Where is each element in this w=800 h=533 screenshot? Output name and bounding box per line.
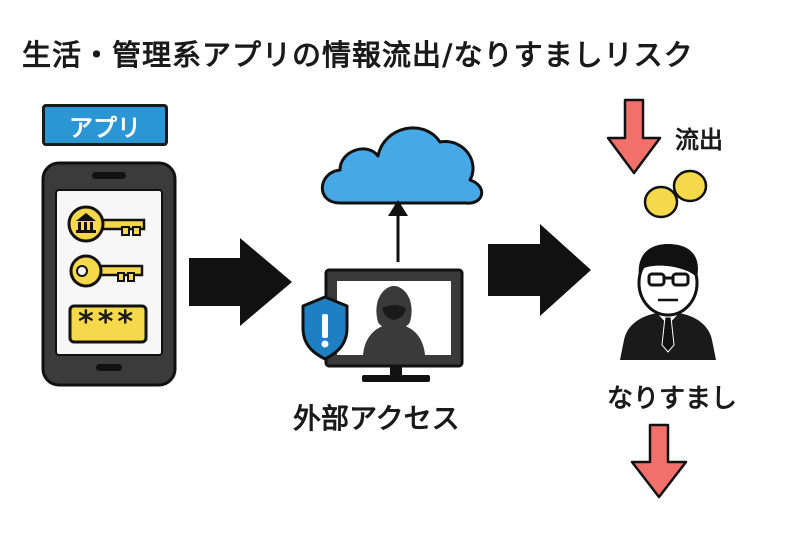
password-field-icon xyxy=(68,304,148,344)
hacker-icon xyxy=(363,286,425,355)
flow-arrow-1 xyxy=(189,238,292,326)
app-badge: アプリ xyxy=(42,104,168,146)
bank-key-icon xyxy=(67,205,146,243)
shield-warning-icon xyxy=(301,295,349,361)
key-icon xyxy=(69,254,144,288)
impersonator-person-icon xyxy=(620,244,716,360)
leak-down-arrow xyxy=(606,98,662,175)
spoof-down-arrow xyxy=(630,423,688,499)
page-title: 生活・管理系アプリの情報流出/なりすましリスク xyxy=(22,38,694,72)
app-badge-label: アプリ xyxy=(69,113,141,142)
cloud-icon xyxy=(320,126,483,205)
leak-label: 流出 xyxy=(675,126,723,154)
flow-arrow-2 xyxy=(488,224,591,316)
coins-icon xyxy=(643,169,708,219)
impersonation-label: なりすまし xyxy=(607,384,738,414)
upload-arrow-icon xyxy=(388,200,408,262)
password-mask: *** xyxy=(78,305,138,340)
external-access-label: 外部アクセス xyxy=(293,402,460,435)
